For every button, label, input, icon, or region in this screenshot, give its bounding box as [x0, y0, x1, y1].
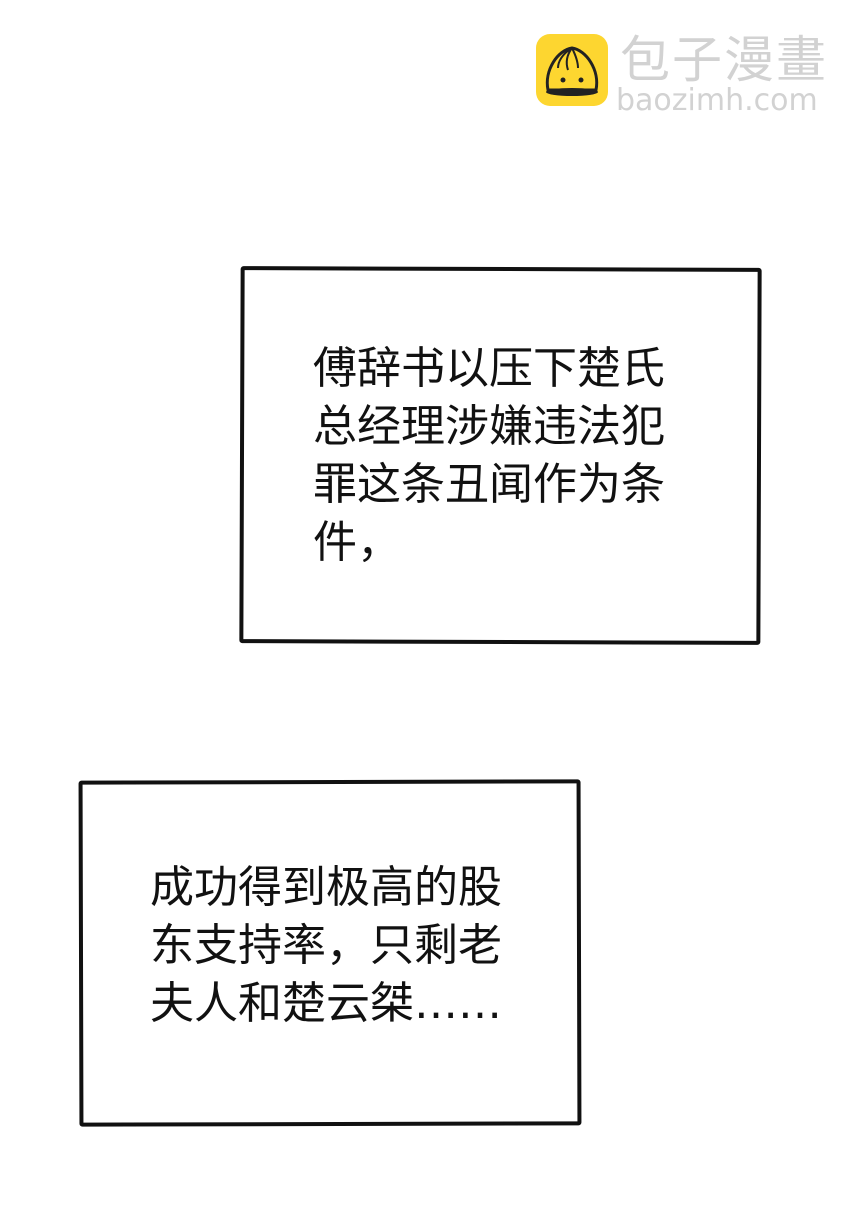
caption-line: 傅辞书以压下楚氏 — [313, 343, 665, 394]
caption-line: 夫人和楚云桀…… — [150, 978, 502, 1029]
baozi-logo-icon — [536, 34, 608, 106]
caption-2-text: 成功得到极高的股东支持率，只剩老夫人和楚云桀…… — [150, 859, 502, 1033]
caption-line: 成功得到极高的股 — [150, 862, 502, 913]
caption-1-text: 傅辞书以压下楚氏总经理涉嫌违法犯罪这条丑闻作为条件， — [313, 340, 665, 572]
watermark-url: baozimh.com — [616, 83, 818, 118]
caption-line: 件， — [313, 517, 401, 568]
caption-line: 罪这条丑闻作为条 — [313, 459, 665, 510]
caption-line: 东支持率，只剩老 — [150, 920, 502, 971]
watermark-brand: 包子漫畫 — [620, 31, 828, 89]
caption-line: 总经理涉嫌违法犯 — [313, 401, 665, 452]
steamed-bun-icon — [545, 46, 599, 96]
